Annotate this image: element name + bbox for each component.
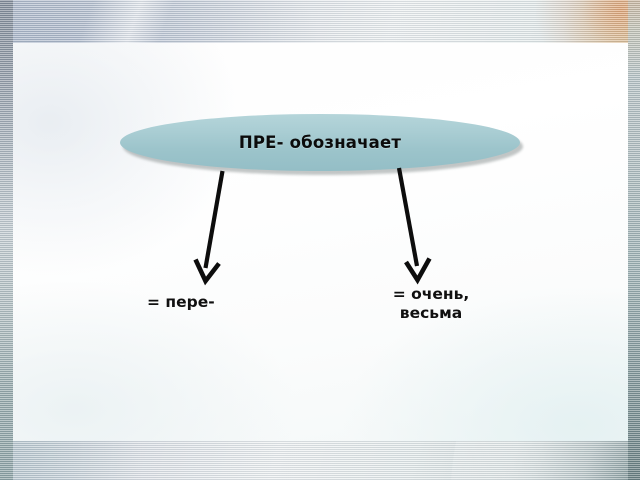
panel-glow-overlay (13, 43, 628, 441)
root-node-label: ПРЕ- обозначает (238, 133, 402, 152)
background-left-rail (0, 0, 13, 480)
branch-label-left: = пере- (147, 293, 215, 311)
root-node-shape: ПРЕ- обозначает (120, 114, 520, 171)
background-right-rail (628, 0, 640, 480)
slide-content-panel (13, 43, 628, 441)
branch-label-right: = очень, весьма (392, 285, 470, 323)
root-node[interactable]: ПРЕ- обозначает (120, 114, 523, 175)
